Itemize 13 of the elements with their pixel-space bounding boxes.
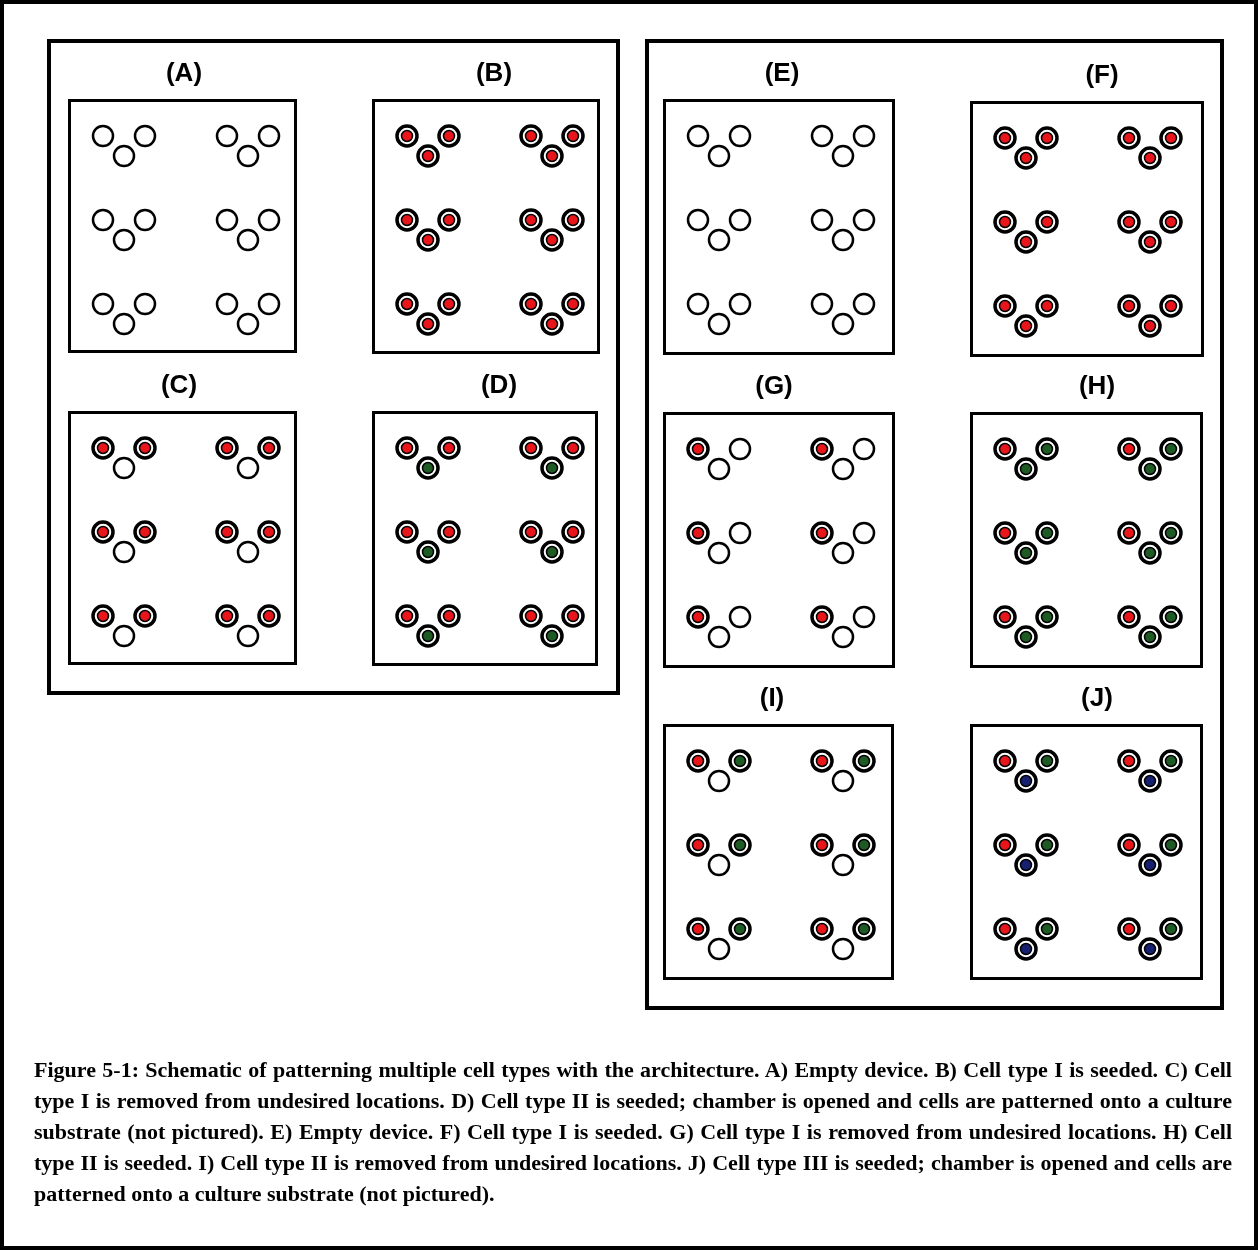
panel-label: (D) bbox=[479, 369, 519, 400]
panel-label: (H) bbox=[1077, 370, 1117, 401]
panel-label: (G) bbox=[754, 370, 794, 401]
figure-caption: Figure 5-1: Schematic of patterning multiple cell types with the architecture. A) Empty device. B) Cell type I is seeded. C) Cell type I is removed from undesired locations. D) Cell type II is seeded; chamber is opened and cells are patterned onto a culture substrate (not pictured). E) Empty device. F) Cell type I is seeded. G) Cell type I is removed from undesired locations. H) Cell type II is seeded. I) Cell type II is removed from undesired locations. J) Cell type III is seeded; chamber is opened and cells are patterned onto a culture substrate (not pictured). bbox=[34, 1056, 1232, 1208]
panel-label: (A) bbox=[164, 57, 204, 88]
panel-label: (F) bbox=[1084, 59, 1120, 90]
panel-label: (J) bbox=[1080, 682, 1114, 713]
panel-label: (B) bbox=[474, 57, 514, 88]
panel-label: (E) bbox=[763, 57, 801, 88]
panel-group-frame bbox=[645, 39, 1224, 1010]
panel-group-frame bbox=[47, 39, 620, 695]
panel-label: (C) bbox=[159, 369, 199, 400]
panel-label: (I) bbox=[758, 682, 786, 713]
